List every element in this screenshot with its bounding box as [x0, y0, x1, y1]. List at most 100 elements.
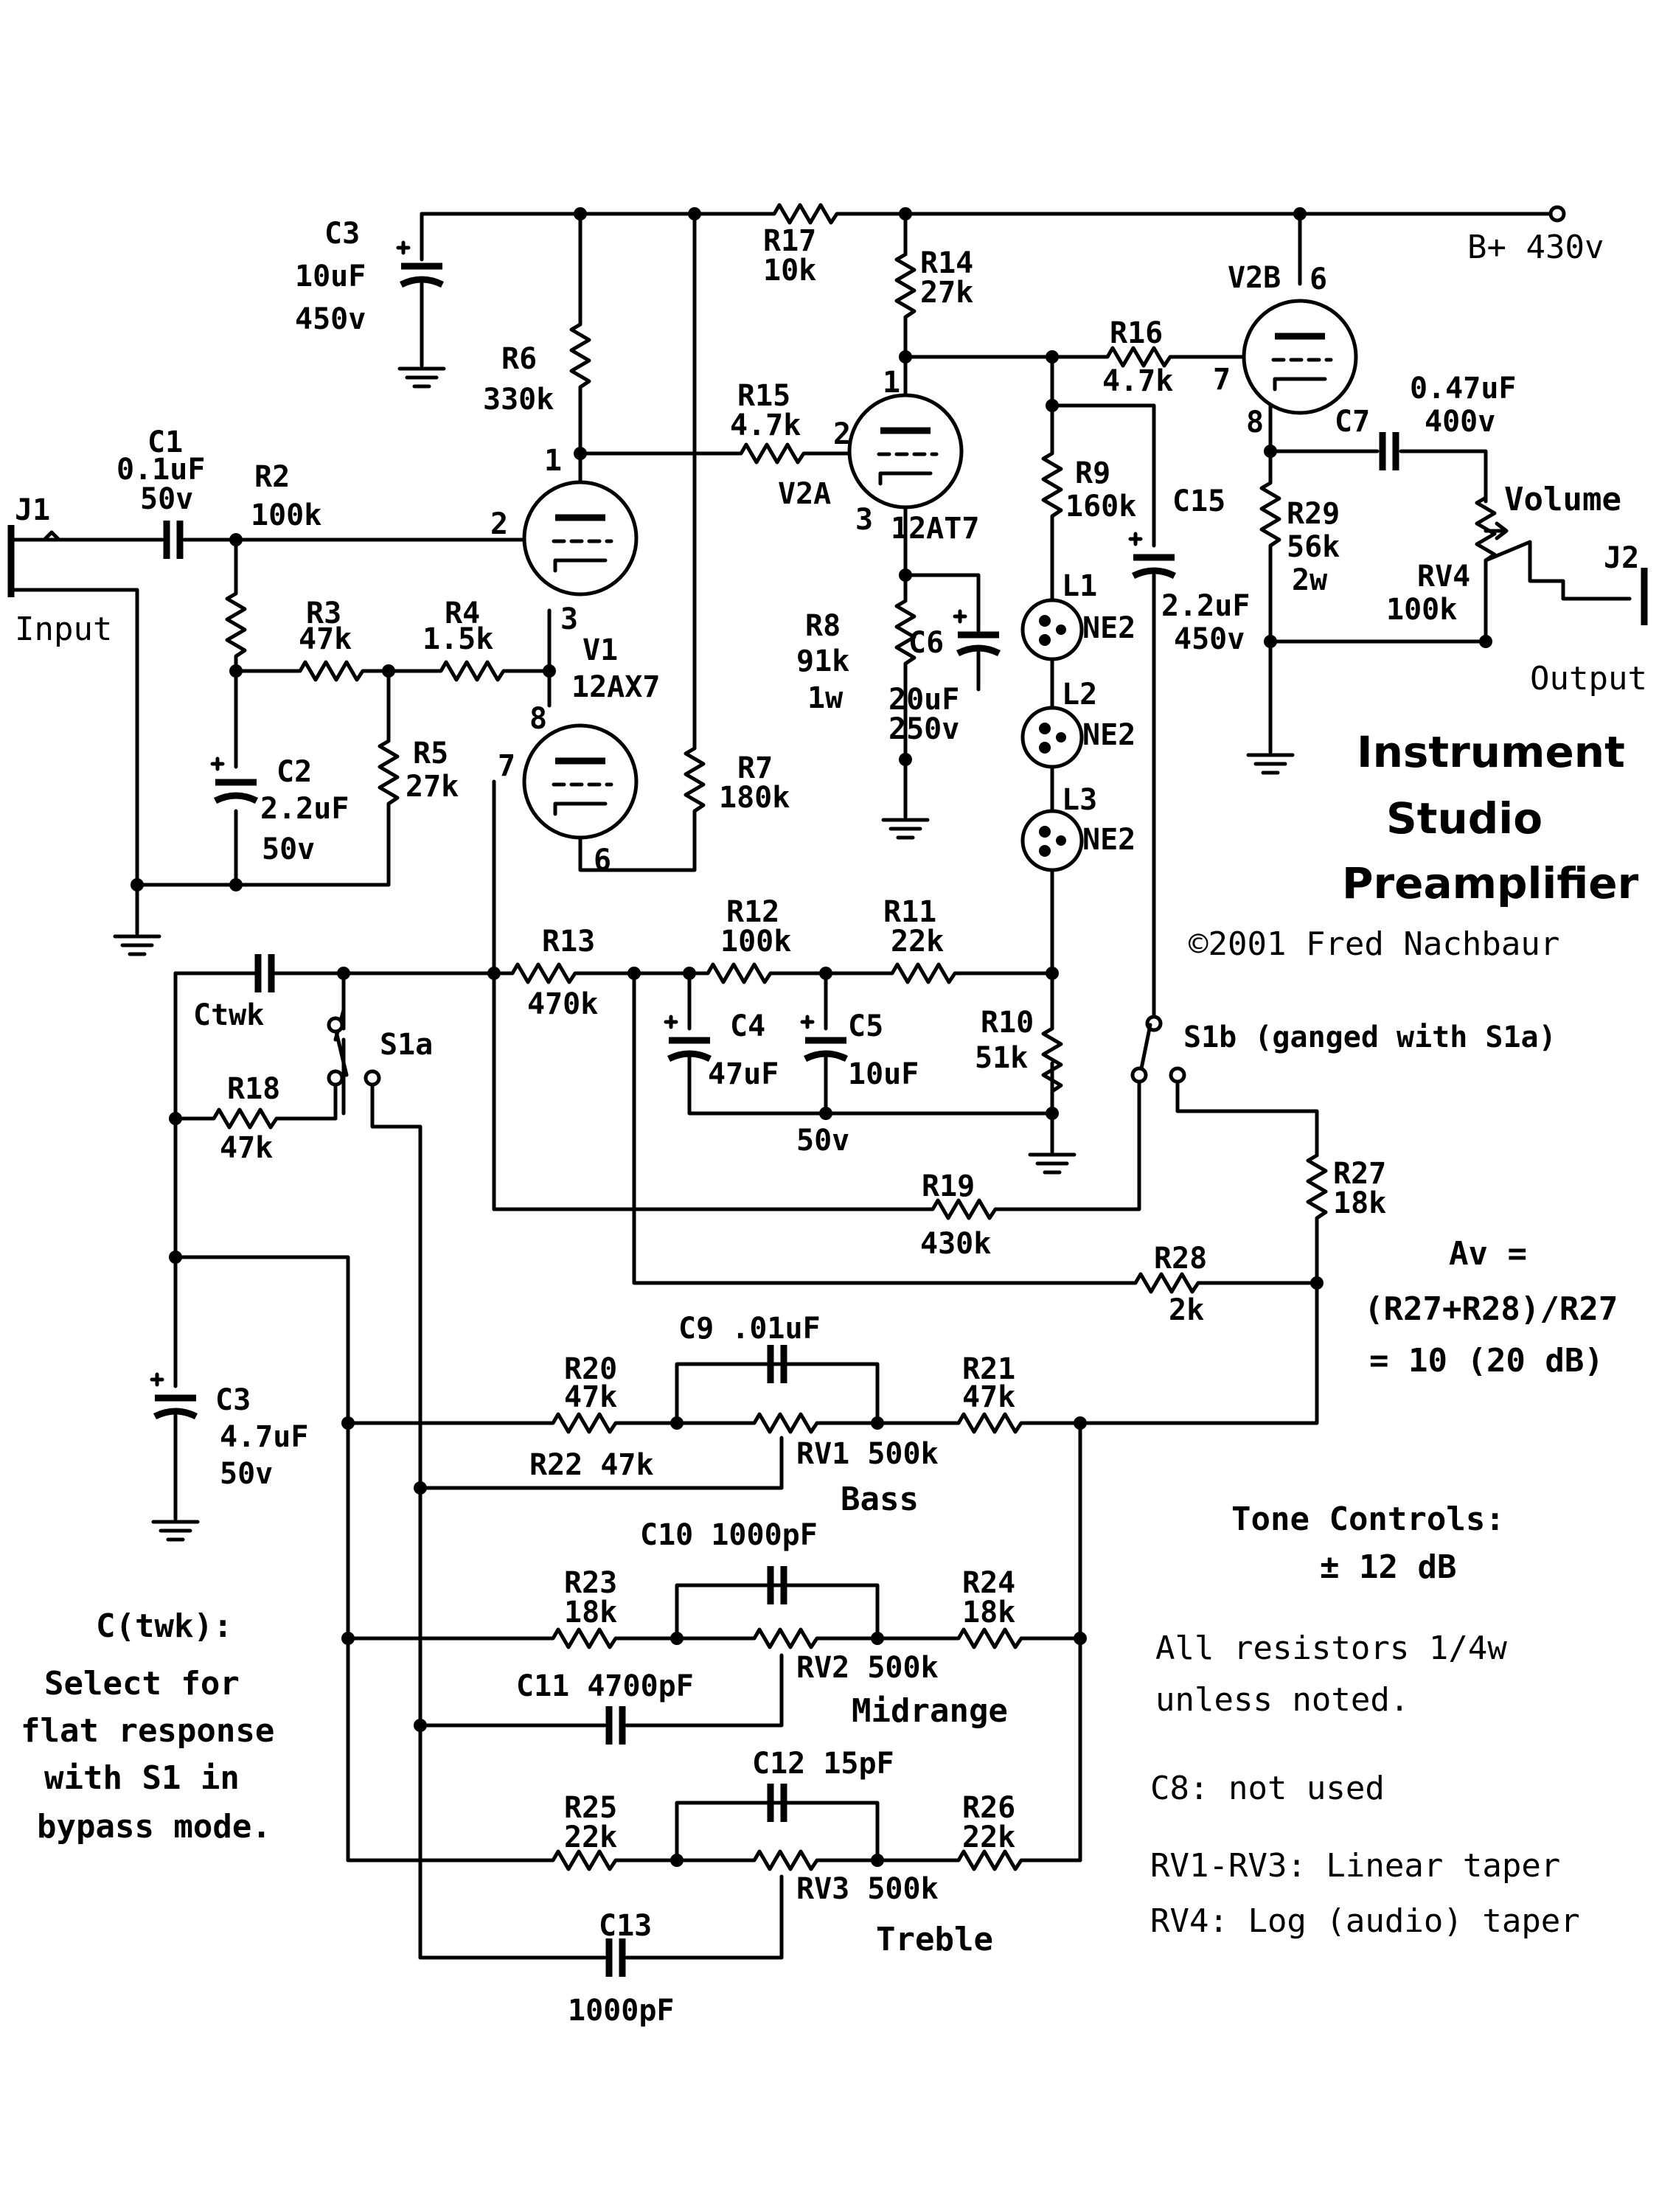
title-line-2: Studio — [1386, 793, 1543, 844]
r21-label: R21 — [962, 1352, 1015, 1386]
resistor-note-1: All resistors 1/4w — [1155, 1630, 1507, 1667]
r8-label: R8 — [805, 609, 841, 643]
j1-input-jack — [7, 525, 70, 597]
c15-voltage: 450v — [1174, 622, 1245, 656]
c3-low-voltage: 50v — [220, 1457, 273, 1491]
c11-label: C11 4700pF — [516, 1669, 694, 1703]
r16-resistor — [1096, 348, 1185, 366]
r17-resistor — [763, 205, 852, 223]
c15-label: C15 — [1172, 484, 1225, 518]
r10-value: 51k — [975, 1041, 1028, 1075]
r24-label: R24 — [962, 1566, 1015, 1600]
c7-label: C7 — [1335, 405, 1370, 439]
r22-label: R22 47k — [529, 1448, 654, 1482]
v2a-type: 12AT7 — [891, 512, 979, 546]
rv4-value: 100k — [1386, 593, 1457, 627]
v1-type: 12AX7 — [571, 670, 660, 704]
r15-value: 4.7k — [730, 408, 801, 442]
r15-resistor — [730, 445, 818, 462]
r8-value: 91k — [796, 644, 849, 678]
r15-label: R15 — [737, 379, 790, 413]
tone-line-1: Tone Controls: — [1231, 1500, 1505, 1538]
c7-value: 0.47uF — [1410, 372, 1517, 406]
r19-value: 430k — [920, 1227, 991, 1261]
r16-label: R16 — [1110, 316, 1163, 350]
input-label: Input — [15, 611, 112, 648]
av-line-2: (R27+R28)/R27 — [1364, 1290, 1618, 1328]
c11-capacitor — [609, 1706, 622, 1745]
v2a-label: V2A — [778, 477, 831, 511]
r14-label: R14 — [920, 246, 973, 280]
r25-label: R25 — [564, 1791, 617, 1825]
r18-value: 47k — [220, 1131, 273, 1165]
r3-resistor — [289, 662, 378, 680]
supply-label: B+ 430v — [1467, 229, 1604, 266]
j2-output-jack — [1613, 568, 1648, 625]
r7-value: 180k — [719, 781, 790, 815]
r12-resistor — [697, 964, 785, 982]
c2-voltage: 50v — [262, 832, 315, 866]
s1a-label: S1a — [380, 1028, 433, 1062]
c6-value: 20uF — [888, 683, 959, 717]
j2-label: J2 — [1604, 541, 1639, 575]
c9-label: C9 .01uF — [678, 1312, 821, 1346]
rv3-label: RV3 500k — [796, 1872, 939, 1906]
v1-pin-2: 2 — [490, 507, 508, 541]
ctwk-note-4: with S1 in — [44, 1759, 240, 1797]
r25-value: 22k — [564, 1820, 617, 1854]
rv2-potentiometer — [743, 1630, 832, 1647]
c1-voltage: 50v — [140, 482, 193, 516]
r12-label: R12 — [726, 895, 779, 929]
l2-label: L2 — [1062, 678, 1097, 712]
v2b-label: V2B — [1228, 261, 1281, 295]
r17-value: 10k — [763, 254, 816, 288]
r3-label: R3 — [306, 597, 341, 630]
r5-resistor — [380, 730, 397, 818]
r4-value: 1.5k — [422, 622, 493, 656]
wiring — [66, 205, 1632, 1960]
c4-value: 47uF — [708, 1057, 779, 1091]
midrange-label: Midrange — [852, 1692, 1008, 1730]
r7-resistor — [686, 737, 703, 826]
c13-label: C13 — [599, 1909, 652, 1943]
c13-capacitor — [609, 1938, 622, 1977]
r2-resistor — [227, 582, 245, 671]
rv4-wiper — [1484, 521, 1509, 540]
components — [7, 205, 1648, 1977]
c7-capacitor — [1382, 432, 1396, 470]
r5-label: R5 — [413, 737, 448, 771]
r6-value: 330k — [483, 383, 554, 417]
r8-watt: 1w — [807, 681, 844, 715]
v1-label: V1 — [582, 633, 618, 667]
r23-value: 18k — [564, 1596, 617, 1630]
copyright: ©2001 Fred Nachbaur — [1189, 925, 1559, 963]
r14-value: 27k — [920, 276, 973, 310]
r6-label: R6 — [501, 342, 537, 376]
r27-label: R27 — [1333, 1157, 1386, 1191]
tone-line-2: ± 12 dB — [1320, 1548, 1456, 1586]
v2b-pin-8: 8 — [1246, 406, 1264, 439]
r2-label: R2 — [254, 460, 290, 494]
r18-label: R18 — [227, 1072, 280, 1106]
r11-resistor — [881, 964, 970, 982]
v1-top-tube — [524, 482, 636, 594]
r9-label: R9 — [1075, 456, 1110, 490]
v1-pin-6: 6 — [594, 844, 611, 877]
v2b-tube — [1244, 301, 1356, 413]
l1-neon-lamp — [1023, 600, 1082, 659]
c8-note: C8: not used — [1150, 1770, 1385, 1807]
bass-label: Bass — [841, 1481, 919, 1518]
rv4-note: RV4: Log (audio) taper — [1150, 1902, 1580, 1940]
v2a-pin-1: 1 — [883, 366, 900, 400]
c1-label: C1 — [147, 425, 183, 459]
r20-label: R20 — [564, 1352, 617, 1386]
r24-value: 18k — [962, 1596, 1015, 1630]
r9-resistor — [1043, 442, 1061, 531]
title-line-1: Instrument — [1357, 727, 1625, 777]
rv2-label: RV2 500k — [796, 1651, 939, 1685]
l2-type: NE2 — [1082, 718, 1135, 752]
r21-resistor — [947, 1414, 1036, 1432]
ctwk-note-2: Select for — [44, 1665, 240, 1703]
c12-label: C12 15pF — [752, 1747, 894, 1781]
